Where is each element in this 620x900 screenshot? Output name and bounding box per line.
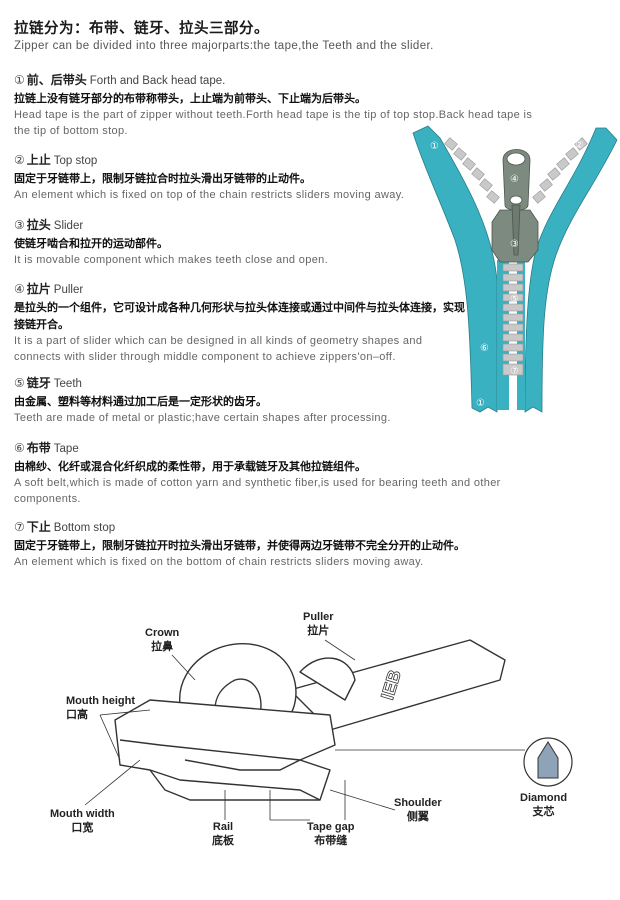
marker-4: ④: [510, 174, 519, 185]
zipper-markers: ① ② ③ ④ ⑤ ⑥ ⑦ ①: [430, 140, 584, 409]
section-title-zh: 前、后带头: [26, 73, 87, 87]
marker-1-top: ①: [430, 141, 439, 152]
label-puller-en: Puller: [303, 611, 334, 623]
label-rail-en: Rail: [212, 821, 234, 833]
label-puller: Puller 拉片: [303, 610, 334, 638]
label-diamond-zh: 支芯: [532, 806, 555, 818]
label-crown-en: Crown: [145, 627, 180, 639]
label-shoulder: Shoulder 侧翼: [394, 796, 442, 824]
section-number: ⑦: [14, 520, 25, 534]
marker-1-bottom: ①: [476, 398, 485, 409]
marker-3: ③: [510, 239, 519, 250]
label-diamond: Diamond 支芯: [520, 791, 567, 819]
label-shoulder-en: Shoulder: [394, 797, 442, 809]
leader-lines: [84, 639, 525, 821]
section-title-zh: 链牙: [26, 376, 51, 390]
marker-5: ⑤: [510, 294, 519, 305]
section-desc-zh: 使链牙啮合和拉开的运动部件。: [14, 237, 168, 250]
label-rail: Rail 底板: [212, 820, 234, 848]
section-title-en: Puller: [53, 284, 84, 296]
section-desc-zh: 由金属、塑料等材料通过加工后是一定形状的齿牙。: [14, 395, 267, 408]
label-mouth-height: Mouth height 口高: [66, 694, 135, 722]
label-tape-gap: Tape gap 布带缝: [307, 820, 354, 848]
marker-2: ②: [575, 140, 584, 151]
section-title-zh: 布带: [26, 441, 51, 455]
label-puller-zh: 拉片: [307, 625, 330, 637]
section-title-en: Teeth: [53, 378, 82, 390]
label-mouth-width-zh: 口宽: [71, 822, 94, 834]
label-tape-gap-zh: 布带缝: [314, 835, 348, 847]
label-mouth-width: Mouth width 口宽: [50, 807, 115, 835]
page-subtitle: Zipper can be divided into three majorpa…: [14, 40, 434, 52]
label-rail-zh: 底板: [212, 835, 234, 847]
section-title-zh: 下止: [26, 520, 51, 534]
section-number: ②: [14, 153, 25, 167]
slider-body: [114, 699, 336, 801]
section-title-en: Slider: [53, 220, 84, 232]
section-desc-zh: 固定于牙链带上，限制牙链拉合时拉头滑出牙链带的止动件。: [14, 172, 311, 185]
section-desc-en: An element which is fixed on the bottom …: [14, 556, 424, 568]
section-desc-en: An element which is fixed on top of the …: [14, 189, 405, 201]
section-title-en: Forth and Back head tape.: [89, 75, 226, 87]
section-desc-en: It is movable component which makes teet…: [14, 254, 329, 266]
section-number: ④: [14, 282, 25, 296]
crown: [179, 643, 297, 716]
section-desc-zh: 由棉纱、化纤或混合化纤织成的柔性带，用于承载链牙及其他拉链组件。: [14, 460, 366, 473]
section-desc-en: Teeth are made of metal or plastic;have …: [14, 412, 391, 424]
label-mouth-height-en: Mouth height: [66, 695, 136, 707]
marker-7: ⑦: [510, 366, 519, 377]
label-diamond-en: Diamond: [520, 792, 568, 804]
section-desc-en: It is a part of slider which can be desi…: [14, 335, 423, 363]
marker-6: ⑥: [480, 343, 489, 354]
section-number: ⑥: [14, 441, 25, 455]
section-title-zh: 拉头: [26, 218, 51, 232]
section-number: ⑤: [14, 376, 25, 390]
section-title-zh: 上止: [26, 153, 51, 167]
diamond-icon: [523, 737, 573, 787]
section-title-en: Top stop: [53, 155, 98, 167]
section-title-en: Bottom stop: [53, 522, 116, 534]
section-number: ①: [14, 73, 25, 87]
section-desc-en: Head tape is the part of zipper without …: [14, 109, 533, 137]
label-crown-zh: 拉鼻: [151, 641, 174, 653]
section-desc-zh: 固定于牙链带上，限制牙链拉开时拉头滑出牙链带，并使得两边牙链带不完全分开的止动件…: [14, 539, 465, 552]
label-mouth-height-zh: 口高: [66, 709, 88, 721]
zipper-slider: [491, 149, 539, 263]
zipper-teeth: [444, 137, 588, 376]
page-title: 拉链分为：布带、链牙、拉头三部分。: [14, 21, 269, 37]
section-number: ③: [14, 218, 25, 232]
section-title-zh: 拉片: [26, 282, 51, 296]
label-mouth-width-en: Mouth width: [50, 808, 115, 820]
section-desc-en: A soft belt,which is made of cotton yarn…: [14, 477, 501, 505]
section-title-en: Tape: [53, 443, 79, 455]
slider-diagram: [114, 639, 506, 801]
label-tape-gap-en: Tape gap: [307, 821, 355, 833]
label-crown: Crown 拉鼻: [145, 626, 179, 654]
section-desc-zh: 是拉头的一个组件，它可设计成各种几何形状与拉头体连接或通过中间件与拉头体连接，实…: [14, 301, 465, 331]
label-shoulder-zh: 侧翼: [406, 811, 429, 823]
section-desc-zh: 拉链上没有链牙部分的布带称带头，上止端为前带头、下止端为后带头。: [14, 92, 366, 105]
bottom-stop: [502, 363, 524, 376]
